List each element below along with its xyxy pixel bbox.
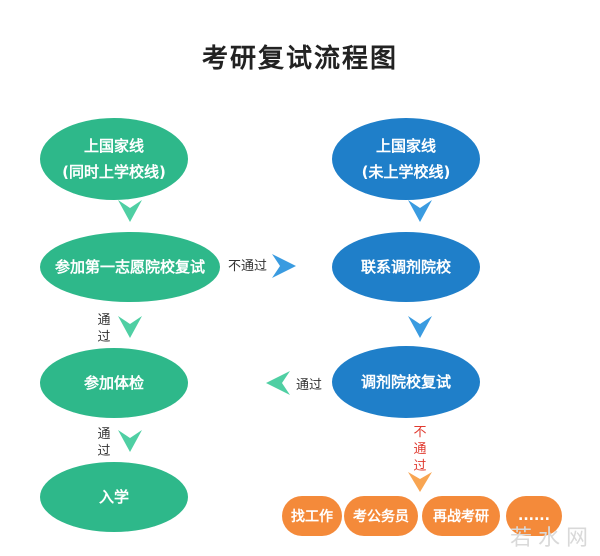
arrow-down-6-icon (408, 472, 432, 492)
node-enrollment: 入学 (40, 462, 188, 532)
arrow-down-2-icon (118, 316, 142, 338)
watermark: 若水网 (509, 526, 594, 551)
outcome-more: ...... (506, 496, 562, 536)
arrow-down-4-icon (408, 200, 432, 222)
node-national-line-without-school-line: 上国家线 (未上学校线) (332, 118, 480, 200)
node-first-choice-retest: 参加第一志愿院校复试 (40, 232, 220, 302)
node-label: 参加第一志愿院校复试 (54, 258, 205, 276)
node-adjustment-retest: 调剂院校复试 (332, 346, 480, 418)
node-national-line-with-school-line: 上国家线 (同时上学校线) (40, 118, 188, 200)
node-label: 联系调剂院校 (360, 258, 451, 276)
node-label: 调剂院校复试 (360, 373, 451, 391)
node-line-2: (同时上学校线) (62, 163, 166, 181)
outcome-civil-service: 考公务员 (344, 496, 418, 536)
label-fail-v: 不通过 (413, 425, 427, 474)
outcome-find-job: 找工作 (282, 496, 342, 536)
node-label: 入学 (98, 488, 129, 506)
label-pass-left: 通过 (296, 378, 323, 393)
diagram-title: 考研复试流程图 (201, 44, 398, 74)
arrow-down-3-icon (118, 430, 142, 452)
arrow-right-icon (272, 254, 296, 278)
outcome-retry-exam: 再战考研 (422, 496, 500, 536)
node-physical-exam: 参加体检 (40, 348, 188, 418)
label-pass-v1: 通过 (97, 313, 111, 345)
node-line-2: (未上学校线) (361, 163, 451, 181)
label-fail-right: 不通过 (228, 259, 268, 274)
label-pass-v2: 通过 (97, 427, 111, 459)
arrow-down-1-icon (118, 200, 142, 222)
arrow-left-icon (266, 371, 290, 395)
node-contact-adjustment-school: 联系调剂院校 (332, 232, 480, 302)
node-line-1: 上国家线 (375, 137, 436, 155)
arrow-down-5-icon (408, 316, 432, 338)
node-label: 参加体检 (83, 374, 144, 392)
node-line-1: 上国家线 (83, 137, 144, 155)
